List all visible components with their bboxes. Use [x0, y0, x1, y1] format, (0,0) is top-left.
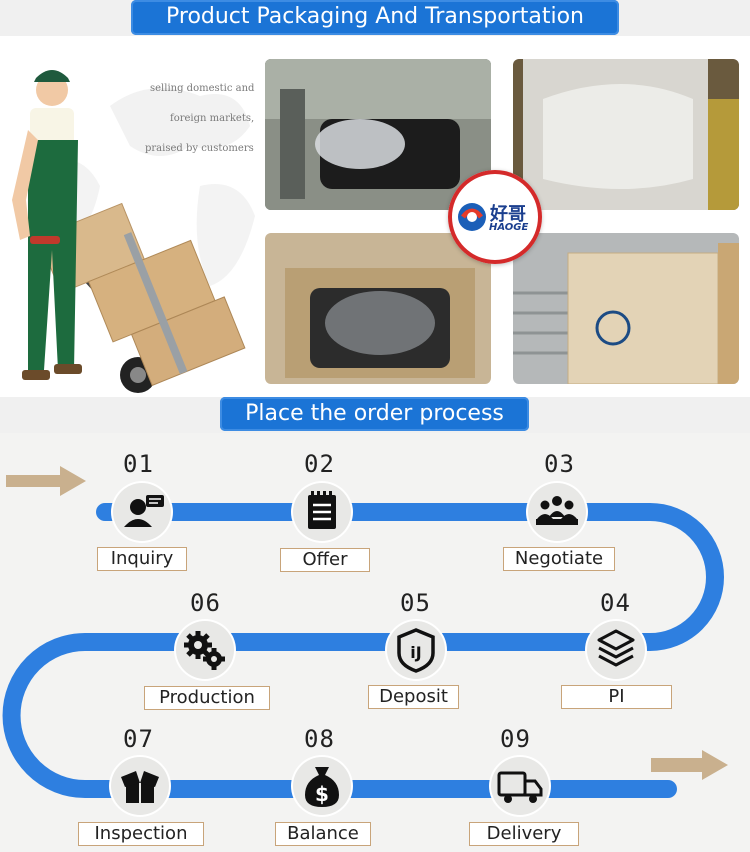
photo-boxed-wheelchair [265, 233, 491, 384]
step-label-offer: Offer [280, 548, 370, 572]
step-label-inquiry: Inquiry [97, 547, 187, 571]
process-track [2, 466, 728, 798]
step-number-06: 06 [190, 589, 221, 617]
photo-bubble-wrap [513, 59, 739, 210]
document-icon [293, 483, 351, 541]
step-number-07: 07 [123, 725, 154, 753]
open-box-icon [111, 757, 169, 815]
step-label-delivery: Delivery [469, 822, 579, 846]
svg-text:iJ: iJ [410, 643, 421, 662]
step-label-production: Production [144, 686, 270, 710]
step-label-inspection: Inspection [78, 822, 204, 846]
haoge-logo-latin: HAOGE [489, 222, 529, 233]
step-number-08: 08 [304, 725, 335, 753]
money-bag-icon: $ [293, 757, 351, 815]
gears-icon [176, 621, 234, 679]
worker-with-handtruck-illustration [12, 70, 246, 393]
step-number-02: 02 [304, 450, 335, 478]
haoge-logo-icon [458, 203, 486, 231]
boxes-icon [587, 621, 645, 679]
step-label-pi: PI [561, 685, 672, 709]
haoge-logo-badge: 好哥 HAOGE [448, 170, 542, 264]
step-number-04: 04 [600, 589, 631, 617]
caption-line-2: foreign markets, [170, 113, 255, 124]
svg-text:$: $ [315, 782, 329, 806]
photo-wrapped-seat [265, 59, 491, 210]
truck-icon [491, 757, 549, 815]
inquiry-icon [113, 483, 171, 541]
end-arrow [651, 750, 728, 780]
step-label-deposit: Deposit [368, 685, 459, 709]
step-number-05: 05 [400, 589, 431, 617]
caption-line-1: selling domestic and [150, 83, 255, 94]
photo-conveyor-carton [513, 233, 739, 384]
step-number-09: 09 [500, 725, 531, 753]
process-title: Place the order process [220, 397, 529, 431]
deposit-icon: iJ [387, 621, 445, 679]
caption-line-3: praised by customers [145, 143, 254, 154]
haoge-logo-chinese: 好哥 [490, 204, 526, 225]
meeting-icon [528, 483, 586, 541]
step-number-03: 03 [544, 450, 575, 478]
packaging-title: Product Packaging And Transportation [131, 0, 619, 35]
step-label-balance: Balance [275, 822, 371, 846]
step-label-negotiate: Negotiate [503, 547, 615, 571]
step-number-01: 01 [123, 450, 154, 478]
start-arrow [6, 466, 86, 496]
